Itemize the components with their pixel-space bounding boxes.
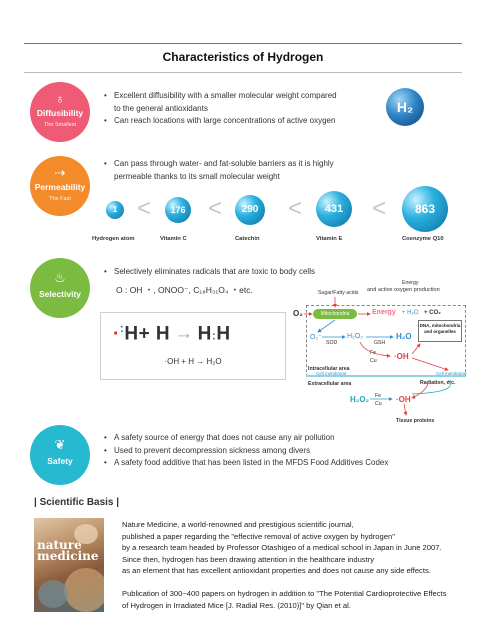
molecule-label: Catechin [235, 236, 260, 242]
reaction-equation-simple: ·OH + H → H₂O [164, 357, 222, 366]
molecule-coenzyme-q10: 863 [402, 186, 448, 232]
selectivity-bullets: Selectively eliminates radicals that are… [104, 266, 315, 279]
diagram-hydroxyl: ·OH [394, 352, 409, 361]
chevron-left-icon: < [288, 195, 303, 222]
diagram-o2: O₂ [293, 309, 303, 318]
molecule-vitamin-c: 176 [165, 197, 191, 223]
diagram-membrane-label: Cell membrane [316, 371, 347, 376]
radicals-list: O : OH ・, ONOO⁻, C₁₈H₃₁O₄ ・etc. [116, 285, 253, 295]
molecule-catechin: 290 [235, 195, 265, 225]
bullet-item: Can pass through water- and fat-soluble … [104, 158, 334, 183]
h2-molecule-icon: H₂ [386, 88, 424, 126]
diffusibility-bullets: Excellent diffusibility with a smaller m… [104, 90, 337, 128]
diagram-membrane-label: Cell membrane [436, 371, 467, 376]
scientific-paragraph-1: Nature Medicine, a world-renowned and pr… [122, 520, 442, 576]
diagram-extracellular: Extracellular area [308, 381, 352, 387]
bullet-item: Selectively eliminates radicals that are… [104, 266, 315, 279]
diagram-co2-product: + CO₂ [424, 310, 441, 316]
diagram-radiation: Radiation, etc. [420, 380, 456, 386]
reaction-equation: ·:H+ H→H:H [113, 321, 231, 345]
badge-title: Selectivity [38, 289, 82, 299]
diagram-sugar-label: Sugar/Fatty acids [318, 290, 359, 296]
diagram-cu: Cu [370, 358, 377, 364]
badge-diffusibility: ♁ Diffusibility The Smallest [30, 82, 90, 142]
diagram-cu-extra: Cu [375, 401, 382, 407]
molecule-label: Coenzyme Q10 [402, 236, 444, 242]
diagram-tissue-proteins: Tissue proteins [396, 418, 435, 424]
diagram-sod: SOD [326, 340, 338, 346]
diagram-energy: Energy [372, 309, 396, 316]
diagram-intracellular: Intracellular area [308, 366, 350, 372]
diagram-membrane-line [306, 375, 466, 377]
title-top-rule [24, 43, 462, 44]
scientific-paragraph-2: Publication of 300~400 papers on hydroge… [122, 589, 447, 610]
page-title: Characteristics of Hydrogen [162, 50, 324, 64]
scientific-basis-heading: | Scientific Basis | [34, 497, 120, 508]
bullet-item: Excellent diffusibility with a smaller m… [104, 90, 337, 115]
badge-subtitle: The Smallest [43, 122, 77, 128]
reaction-equation-box: ·:H+ H→H:H ·OH + H → H₂O [100, 312, 286, 380]
safety-bullets: A safety source of energy that does not … [104, 432, 388, 470]
badge-permeability: ⇢ Permeability The Fast [30, 156, 90, 216]
bullet-item: Used to prevent decompression sickness a… [104, 445, 388, 458]
leaf-icon: ❦ [54, 437, 66, 452]
diagram-dna-box: DNA, mitochondria and organelles [418, 320, 462, 342]
beaker-icon: ♨ [54, 270, 66, 285]
molecule-label: Hydrogen atom [92, 236, 135, 242]
molecule-hydrogen: 1 [106, 201, 124, 219]
chevron-left-icon: < [137, 195, 152, 222]
diagram-energy-subtitle: and active oxygen production [367, 287, 440, 293]
arrow-icon: ⇢ [54, 165, 66, 180]
molecule-label: Vitamin E [316, 236, 343, 242]
badge-subtitle: The Fast [49, 196, 71, 202]
molecule-label: Vitamin C [160, 236, 187, 242]
title-bottom-rule [24, 72, 462, 73]
diagram-water: H₂O [396, 332, 412, 341]
badge-title: Diffusibility [36, 108, 84, 118]
bullet-item: Can reach locations with large concentra… [104, 115, 337, 128]
badge-title: Permeability [34, 182, 86, 192]
diagram-h2o2: H₂O₂ [347, 333, 363, 340]
bullet-item: A safety food additive that has been lis… [104, 457, 388, 470]
diagram-h2o2-extra: H₂O₂ [350, 395, 370, 404]
molecule-icon: ♁ [55, 91, 65, 106]
diagram-energy-title: Energy [402, 280, 419, 286]
diagram-superoxide: O₂⁻ [310, 334, 322, 341]
diagram-h2o-product: + H₂O [402, 310, 419, 316]
badge-selectivity: ♨ Selectivity [30, 258, 90, 318]
permeability-bullets: Can pass through water- and fat-soluble … [104, 158, 334, 183]
chevron-left-icon: < [208, 195, 223, 222]
bullet-item: A safety source of energy that does not … [104, 432, 388, 445]
diagram-fe-extra: Fe [375, 393, 382, 399]
badge-safety: ❦ Safety [30, 425, 90, 485]
molecule-vitamin-e: 431 [316, 191, 352, 227]
badge-title: Safety [47, 456, 73, 466]
chevron-left-icon: < [372, 195, 387, 222]
diagram-mitochondria: Mitochondria [313, 309, 357, 319]
diagram-gsh: GSH [374, 340, 386, 346]
diagram-hydroxyl-extra: ·OH [396, 395, 411, 404]
